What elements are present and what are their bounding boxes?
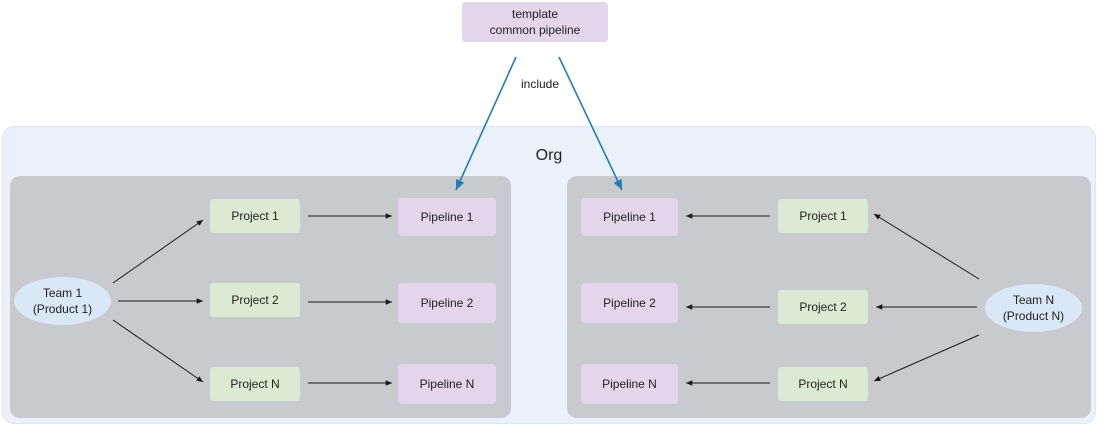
team-n-node: Team N (Product N) bbox=[985, 284, 1082, 332]
right-project-2: Project 2 bbox=[778, 290, 868, 324]
left-pipeline-n: Pipeline N bbox=[398, 364, 496, 404]
team-n-name: Team N bbox=[1012, 293, 1055, 307]
left-project-n: Project N bbox=[210, 367, 300, 401]
template-common-pipeline-box: template common pipeline bbox=[462, 2, 608, 42]
team-n-product: (Product N) bbox=[1002, 309, 1065, 323]
right-project-1: Project 1 bbox=[778, 199, 868, 233]
template-line-2: common pipeline bbox=[489, 23, 581, 37]
left-pipeline-2: Pipeline 2 bbox=[398, 283, 496, 323]
right-pipeline-n: Pipeline N bbox=[581, 364, 678, 404]
right-pipeline-2: Pipeline 2 bbox=[581, 283, 678, 323]
team-1-product: (Product 1) bbox=[32, 302, 93, 316]
right-pipeline-1: Pipeline 1 bbox=[581, 198, 678, 236]
left-pipeline-1: Pipeline 1 bbox=[398, 198, 496, 236]
left-project-1: Project 1 bbox=[210, 199, 300, 233]
template-line-1: template bbox=[511, 7, 559, 21]
right-project-n: Project N bbox=[778, 367, 868, 401]
team-1-node: Team 1 (Product 1) bbox=[14, 277, 111, 325]
left-project-2: Project 2 bbox=[210, 283, 300, 317]
org-title: Org bbox=[535, 147, 563, 164]
include-label: include bbox=[520, 77, 560, 91]
team-1-name: Team 1 bbox=[42, 286, 83, 300]
